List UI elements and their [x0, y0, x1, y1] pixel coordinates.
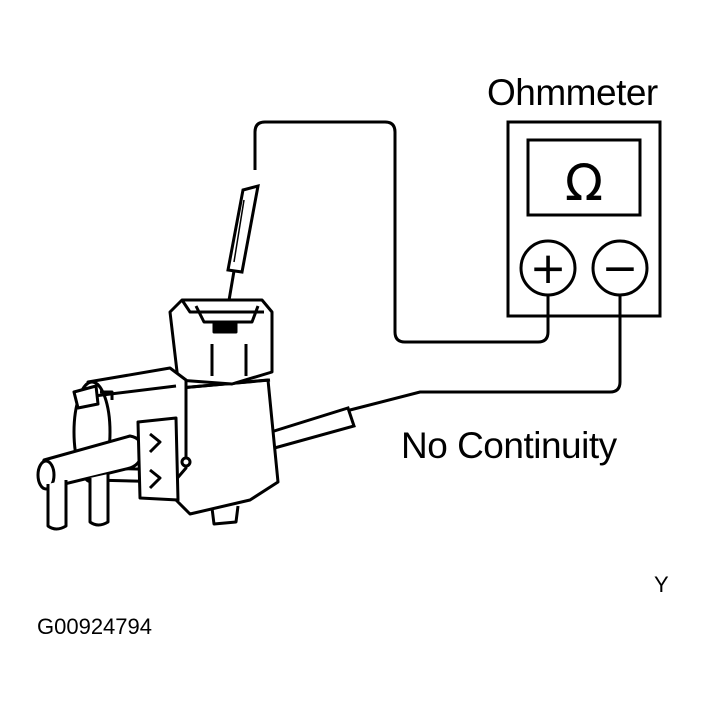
ohm-symbol: Ω [565, 154, 603, 212]
negative-test-lead [349, 295, 622, 412]
vsv-solenoid-valve [36, 298, 280, 531]
negative-terminal-sign: − [602, 243, 639, 294]
no-continuity-label: No Continuity [401, 425, 617, 466]
ohmmeter-display [526, 138, 642, 217]
figure-code: G00924794 [37, 614, 152, 639]
positive-terminal-sign: + [530, 243, 567, 294]
valve-port-lower [46, 480, 68, 531]
positive-probe [224, 183, 260, 319]
valve-body [174, 378, 280, 516]
corner-mark: Y [654, 572, 669, 597]
ohmmeter-label: Ohmmeter [487, 72, 658, 113]
ohmmeter: Ω + − [506, 120, 662, 318]
positive-test-lead [253, 120, 550, 344]
